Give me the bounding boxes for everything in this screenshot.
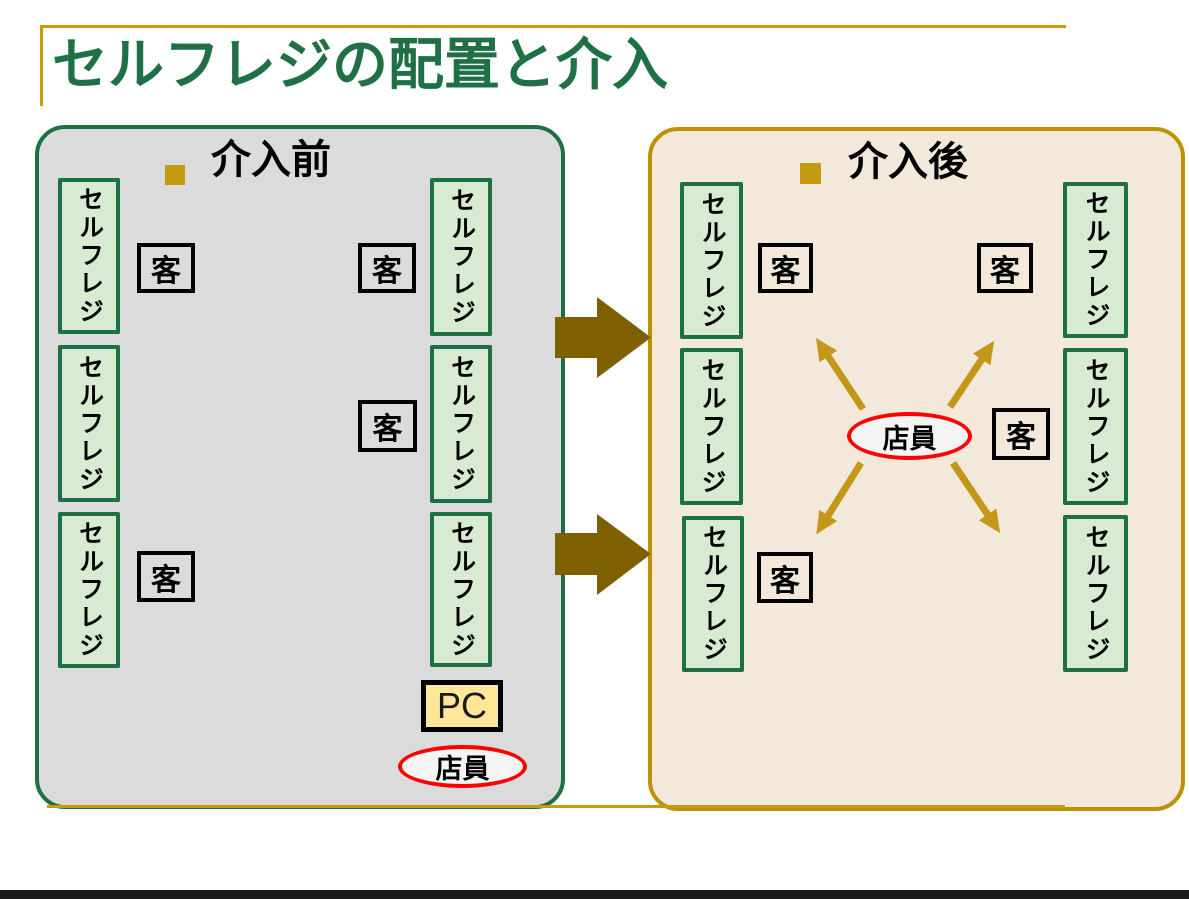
customer-box: 客 bbox=[977, 243, 1033, 293]
register-label: セルフレジ bbox=[698, 356, 726, 497]
customer-label: 客 bbox=[770, 255, 801, 288]
register-label: セルフレジ bbox=[1082, 356, 1110, 497]
register-box: セルフレジ bbox=[1063, 348, 1128, 505]
customer-label: 客 bbox=[1006, 421, 1036, 454]
pc-label: PC bbox=[436, 685, 487, 726]
register-box: セルフレジ bbox=[1063, 515, 1128, 672]
register-box: セルフレジ bbox=[58, 512, 120, 668]
customer-box: 客 bbox=[137, 551, 195, 602]
register-label: セルフレジ bbox=[447, 187, 476, 327]
register-box: セルフレジ bbox=[430, 178, 492, 336]
customer-label: 客 bbox=[770, 564, 800, 598]
after-heading: 介入後 bbox=[848, 140, 968, 184]
customer-box: 客 bbox=[358, 400, 417, 452]
bullet-icon bbox=[165, 165, 185, 185]
register-label: セルフレジ bbox=[447, 519, 476, 660]
bottom-rule bbox=[47, 805, 1065, 808]
register-box: セルフレジ bbox=[58, 345, 120, 502]
bullet-icon bbox=[800, 163, 821, 184]
after-panel: 介入後 セルフレジ セルフレジ セルフレジ セルフレジ セルフレジ セルフレジ … bbox=[648, 127, 1185, 811]
customer-box: 客 bbox=[758, 243, 813, 293]
customer-box: 客 bbox=[992, 408, 1050, 460]
before-heading: 介入前 bbox=[211, 138, 331, 182]
customer-box: 客 bbox=[757, 552, 813, 603]
register-label: セルフレジ bbox=[75, 353, 104, 494]
customer-label: 客 bbox=[990, 255, 1020, 288]
title-left-rule bbox=[40, 25, 43, 106]
register-label: セルフレジ bbox=[75, 520, 104, 660]
staff-label: 店員 bbox=[882, 423, 937, 454]
register-box: セルフレジ bbox=[680, 182, 743, 339]
customer-box: 客 bbox=[137, 243, 195, 293]
register-label: セルフレジ bbox=[698, 190, 726, 331]
staff-label: 店員 bbox=[435, 754, 490, 784]
staff-ellipse: 店員 bbox=[398, 745, 527, 788]
register-label: セルフレジ bbox=[447, 354, 476, 494]
customer-box: 客 bbox=[358, 243, 416, 293]
register-label: セルフレジ bbox=[75, 186, 104, 326]
register-label: セルフレジ bbox=[699, 524, 728, 664]
footer-bar bbox=[0, 890, 1189, 899]
register-box: セルフレジ bbox=[430, 512, 492, 667]
customer-label: 客 bbox=[151, 255, 181, 288]
transition-arrow-icon bbox=[555, 514, 651, 595]
register-box: セルフレジ bbox=[680, 348, 743, 505]
transition-arrow-icon bbox=[555, 297, 651, 378]
register-label: セルフレジ bbox=[1082, 190, 1110, 330]
before-panel: 介入前 セルフレジ セルフレジ セルフレジ セルフレジ セルフレジ セルフレジ … bbox=[35, 125, 565, 809]
register-box: セルフレジ bbox=[430, 345, 492, 503]
register-box: セルフレジ bbox=[682, 516, 744, 672]
page-title: セルフレジの配置と介入 bbox=[52, 33, 668, 96]
staff-ellipse: 店員 bbox=[847, 412, 972, 460]
pc-box: PC bbox=[421, 680, 503, 732]
register-box: セルフレジ bbox=[58, 178, 120, 334]
register-label: セルフレジ bbox=[1082, 523, 1110, 664]
top-rule bbox=[40, 25, 1066, 28]
register-box: セルフレジ bbox=[1063, 182, 1128, 338]
customer-label: 客 bbox=[372, 255, 402, 288]
customer-label: 客 bbox=[372, 413, 403, 446]
customer-label: 客 bbox=[151, 563, 181, 597]
